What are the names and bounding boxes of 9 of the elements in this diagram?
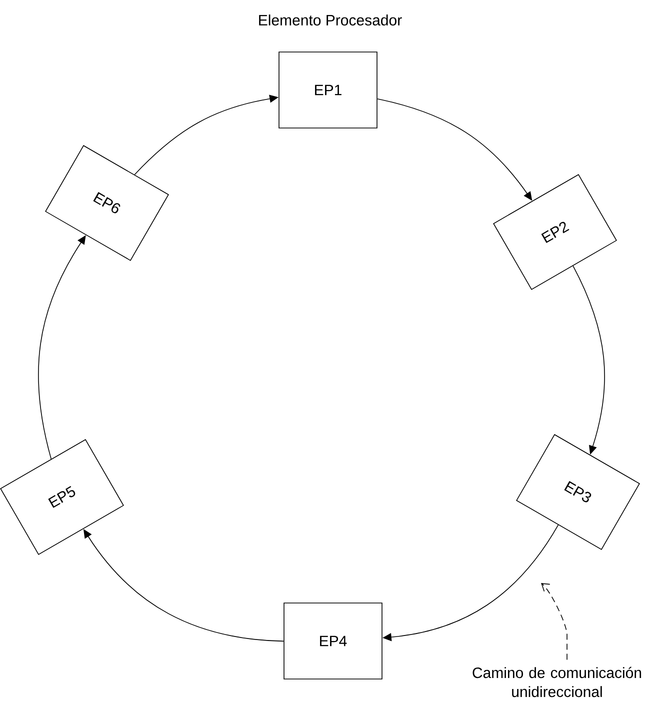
process-box: EP5: [0, 439, 124, 555]
heading: Elemento Procesador: [259, 14, 402, 26]
process-box: EP6: [45, 145, 169, 261]
annotation-text: Camino de comunicación unidireccional: [472, 666, 642, 698]
leader-line: [541, 583, 568, 660]
process-box: EP2: [493, 174, 617, 290]
process-box: EP3: [516, 434, 640, 550]
process-box: EP4: [284, 602, 382, 680]
process-box: EP1: [278, 52, 378, 128]
